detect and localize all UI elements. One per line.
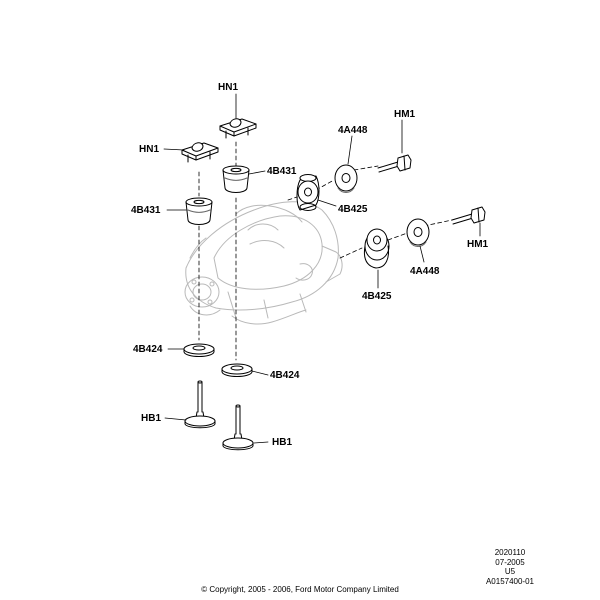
differential-housing xyxy=(184,201,343,325)
callout-4a448-right: 4A448 xyxy=(410,266,440,277)
revision-date: 07-2005 xyxy=(495,557,525,567)
callout-4a448-top: 4A448 xyxy=(338,125,368,136)
callout-hm1-right: HM1 xyxy=(467,239,489,250)
callout-4b425-bottom: 4B425 xyxy=(362,291,392,302)
hm1-bolt-right xyxy=(451,206,486,225)
4b431-bushing-right xyxy=(222,165,250,193)
hb1-bolt-left xyxy=(184,380,216,429)
callout-hn1-left: HN1 xyxy=(139,144,159,155)
4b431-bushing-left xyxy=(185,197,213,225)
hn1-nut-plate-left xyxy=(181,142,219,163)
callout-4b425-top: 4B425 xyxy=(338,204,368,215)
callout-hb1-left: HB1 xyxy=(141,413,161,424)
4b424-insulator-left xyxy=(183,343,215,357)
4b425-bushing-bottom xyxy=(363,228,390,269)
leader-lines xyxy=(163,93,481,444)
illustration-id: A0157400-01 xyxy=(485,576,534,586)
model-code: U5 xyxy=(504,567,516,576)
callout-4b431-right: 4B431 xyxy=(267,166,297,177)
callout-4b424-right: 4B424 xyxy=(270,370,300,381)
hm1-bolt-top xyxy=(377,154,412,173)
4a448-washer-top xyxy=(334,164,358,193)
ref-number: 2020110 xyxy=(494,548,526,557)
alignment-lines xyxy=(198,141,453,361)
callout-hn1-top: HN1 xyxy=(218,82,238,93)
4a448-washer-right xyxy=(406,218,430,247)
callout-hm1-top: HM1 xyxy=(394,109,416,120)
callout-4b431-left: 4B431 xyxy=(131,205,161,216)
illustration-meta: 2020110 07-2005 U5 A0157400-01 xyxy=(486,548,534,586)
hb1-bolt-right xyxy=(222,404,254,451)
4b425-bushing-top xyxy=(296,174,320,211)
copyright-notice: © Copyright, 2005 - 2006, Ford Motor Com… xyxy=(201,585,399,594)
hn1-nut-plate-top xyxy=(219,118,257,139)
callout-hb1-right: HB1 xyxy=(272,437,292,448)
callout-4b424-left: 4B424 xyxy=(133,344,163,355)
4b424-insulator-right xyxy=(221,363,253,377)
